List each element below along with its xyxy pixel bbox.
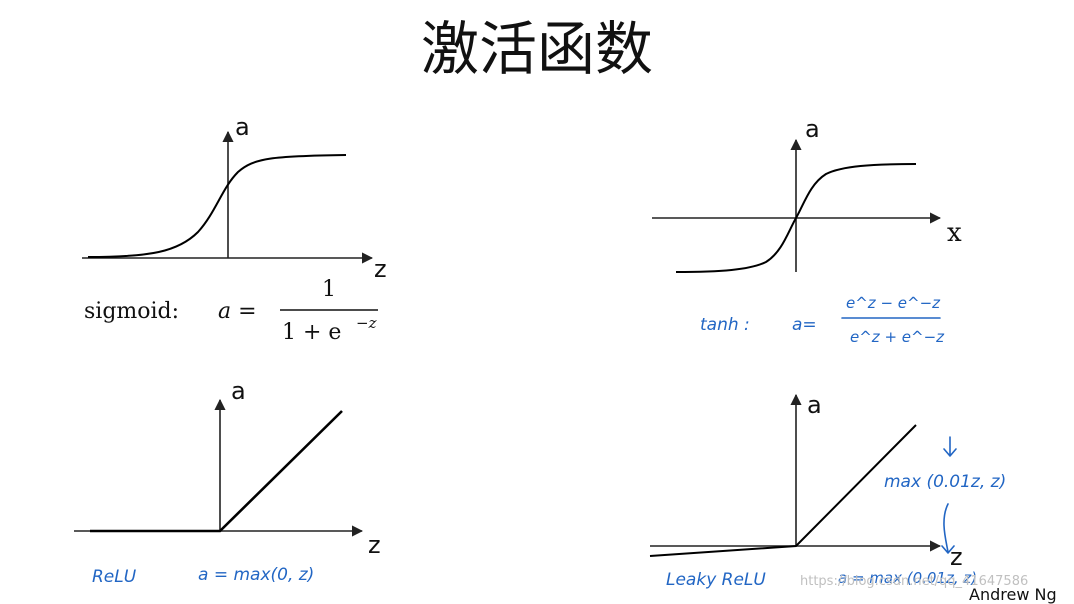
page-title: 激活函数	[420, 15, 653, 83]
watermark: https://blog.csdn.net/qq_41647586	[800, 574, 1028, 589]
tanh-x-label: x	[947, 218, 962, 248]
leaky-curve	[649, 424, 917, 557]
relu-name: ReLU	[92, 567, 137, 587]
sigmoid-formula-prefix: sigmoid:	[84, 299, 179, 324]
sigmoid-y-label: a	[235, 113, 250, 141]
tanh-denominator: e^z + e^−z	[850, 328, 945, 346]
relu-y-label: a	[231, 377, 246, 405]
leaky-name: Leaky ReLU	[666, 570, 766, 590]
relu-formula: a = max(0, z)	[198, 565, 314, 585]
tanh-name: tanh :	[700, 315, 750, 335]
leaky-annotation-arrow-to-axis	[941, 503, 955, 554]
tanh-y-label: a	[805, 115, 820, 143]
relu-x-label: z	[368, 531, 381, 559]
sigmoid-formula-numerator: 1	[322, 277, 336, 302]
leaky-annotation: max (0.01z, z)	[884, 472, 1006, 492]
sigmoid-formula-lhs: a =	[218, 299, 257, 324]
tanh-lhs: a=	[792, 315, 817, 335]
sigmoid-formula-denominator: 1 + e	[282, 320, 341, 345]
tanh-curve	[675, 163, 917, 273]
leaky-x-label: z	[950, 543, 963, 571]
leaky-formula: a = max (0.01z, z)	[838, 569, 977, 587]
sigmoid-x-label: z	[374, 255, 387, 283]
leaky-y-label: a	[807, 391, 822, 419]
relu-curve	[90, 410, 343, 533]
leaky-annotation-arrow-down	[943, 436, 957, 457]
tanh-numerator: e^z − e^−z	[846, 294, 941, 312]
author-credit: Andrew Ng	[969, 585, 1057, 604]
sigmoid-formula-exponent: −z	[356, 314, 377, 332]
sigmoid-curve	[87, 154, 347, 258]
